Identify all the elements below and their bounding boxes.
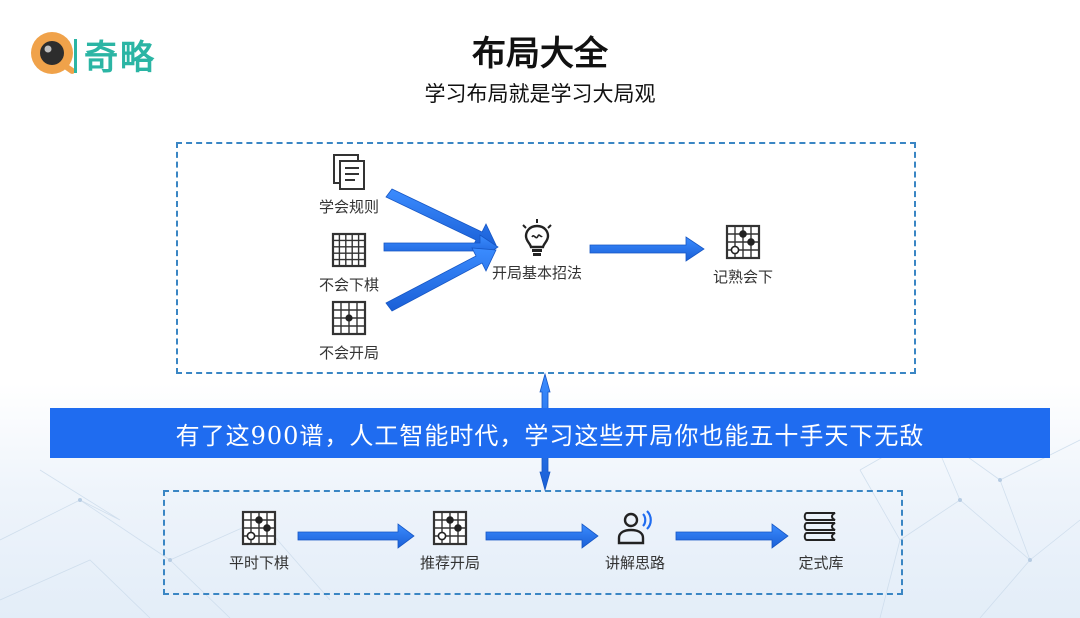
step-explain-ideas: 讲解思路: [580, 508, 690, 573]
node-label: 不会下棋: [318, 276, 379, 294]
node-learn-rules: 学会规则: [294, 152, 404, 217]
arrow-step3-to-step4: [675, 523, 789, 549]
node-label: 推荐开局: [419, 554, 480, 572]
speaker-person-icon: [617, 510, 652, 545]
node-label: 不会开局: [318, 344, 379, 362]
board-stones-icon: [432, 510, 468, 546]
arrow-center-to-output: [589, 236, 705, 262]
banner-slogan: 有了这900谱，人工智能时代，学习这些开局你也能五十手天下无敌: [50, 408, 1050, 458]
bottom-flow-box: [163, 490, 903, 595]
node-memorize: 记熟会下: [688, 222, 798, 287]
arrow-noopening-to-center: [385, 247, 497, 312]
node-label: 开局基本招法: [491, 264, 582, 282]
node-label: 讲解思路: [604, 554, 665, 572]
board-stones-icon: [241, 510, 277, 546]
step-recommend-opening: 推荐开局: [395, 508, 505, 573]
node-cannot-play: 不会下棋: [294, 230, 404, 295]
step-daily-play: 平时下棋: [204, 508, 314, 573]
page-subtitle: 学习布局就是学习大局观: [424, 82, 656, 106]
brand-name: 奇略: [84, 37, 156, 78]
document-stack-icon: [333, 154, 365, 190]
board-one-stone-icon: [331, 300, 367, 336]
node-label: 记熟会下: [712, 268, 773, 286]
node-label: 定式库: [798, 554, 844, 572]
arrow-step1-to-step2: [297, 523, 415, 549]
empty-board-icon: [331, 232, 367, 268]
top-flow-box: [176, 142, 916, 374]
node-cannot-open: 不会开局: [294, 298, 404, 363]
book-stack-icon: [803, 512, 836, 541]
page-title: 布局大全: [472, 34, 608, 74]
board-stones-icon: [725, 224, 761, 260]
node-opening-basics: 开局基本招法: [482, 218, 592, 283]
logo-q-icon: [31, 32, 77, 74]
node-label: 平时下棋: [228, 554, 289, 572]
lightbulb-icon: [522, 219, 552, 256]
step-joseki-library: 定式库: [766, 508, 876, 573]
node-label: 学会规则: [318, 198, 379, 216]
arrow-step2-to-step3: [485, 523, 599, 549]
brand-logo: 奇略: [28, 28, 156, 80]
